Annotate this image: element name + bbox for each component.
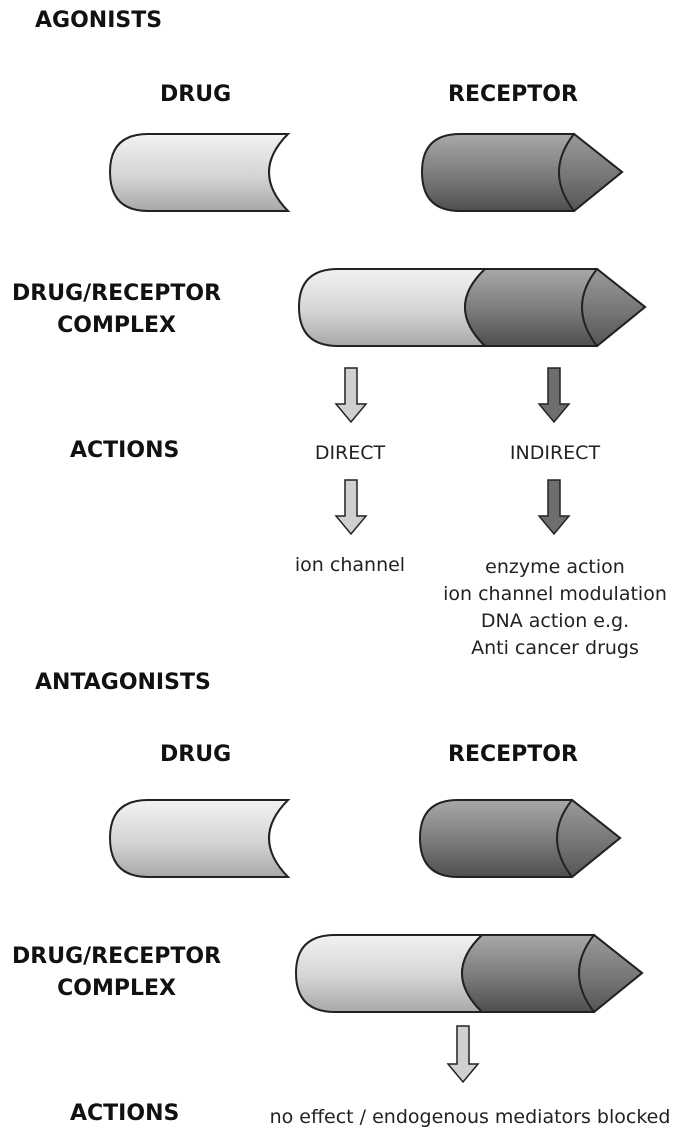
arrow-indirect-result <box>537 479 571 536</box>
arrow-to-indirect <box>537 367 571 424</box>
agonist-indirect-results: enzyme action ion channel modulation DNA… <box>430 554 680 662</box>
antagonist-drug-label: DRUG <box>160 742 232 767</box>
agonist-indirect-label: INDIRECT <box>509 442 601 464</box>
antagonist-complex-label: DRUG/RECEPTOR COMPLEX <box>12 941 221 1005</box>
agonist-direct-result: ion channel <box>294 554 406 576</box>
antagonist-actions-label: ACTIONS <box>70 1101 180 1126</box>
agonist-receptor-label: RECEPTOR <box>448 82 578 107</box>
antagonist-complex-label-line2: COMPLEX <box>57 976 176 1001</box>
agonist-drug-shape <box>108 133 291 212</box>
agonist-complex-drug-part <box>297 268 488 347</box>
antagonist-complex-drug-part <box>294 934 485 1013</box>
agonist-direct-label: DIRECT <box>314 442 386 464</box>
indirect-result-item: DNA action e.g. <box>480 610 630 632</box>
antagonist-receptor-tip <box>556 798 622 879</box>
antagonist-receptor-label: RECEPTOR <box>448 742 578 767</box>
arrow-direct-result <box>334 479 368 536</box>
antagonist-complex-label-line1: DRUG/RECEPTOR <box>12 944 222 969</box>
indirect-result-item: ion channel modulation <box>443 583 667 605</box>
antagonist-drug-shape <box>108 799 291 878</box>
agonist-receptor-tip <box>558 132 624 213</box>
indirect-result-item: enzyme action <box>485 556 625 578</box>
agonists-title: AGONISTS <box>35 8 163 33</box>
arrow-to-direct <box>334 367 368 424</box>
agonist-complex-label-line2: COMPLEX <box>57 313 176 338</box>
agonist-complex-tip <box>581 267 647 348</box>
arrow-antagonist-result <box>446 1025 480 1084</box>
antagonist-result: no effect / endogenous mediators blocked <box>269 1106 671 1128</box>
antagonists-title: ANTAGONISTS <box>35 670 211 695</box>
agonist-complex-label-line1: DRUG/RECEPTOR <box>12 281 222 306</box>
indirect-result-item: Anti cancer drugs <box>471 637 639 659</box>
agonist-drug-label: DRUG <box>160 82 232 107</box>
agonist-complex-label: DRUG/RECEPTOR COMPLEX <box>12 278 221 342</box>
antagonist-complex-tip <box>578 933 644 1014</box>
agonist-actions-label: ACTIONS <box>70 438 180 463</box>
